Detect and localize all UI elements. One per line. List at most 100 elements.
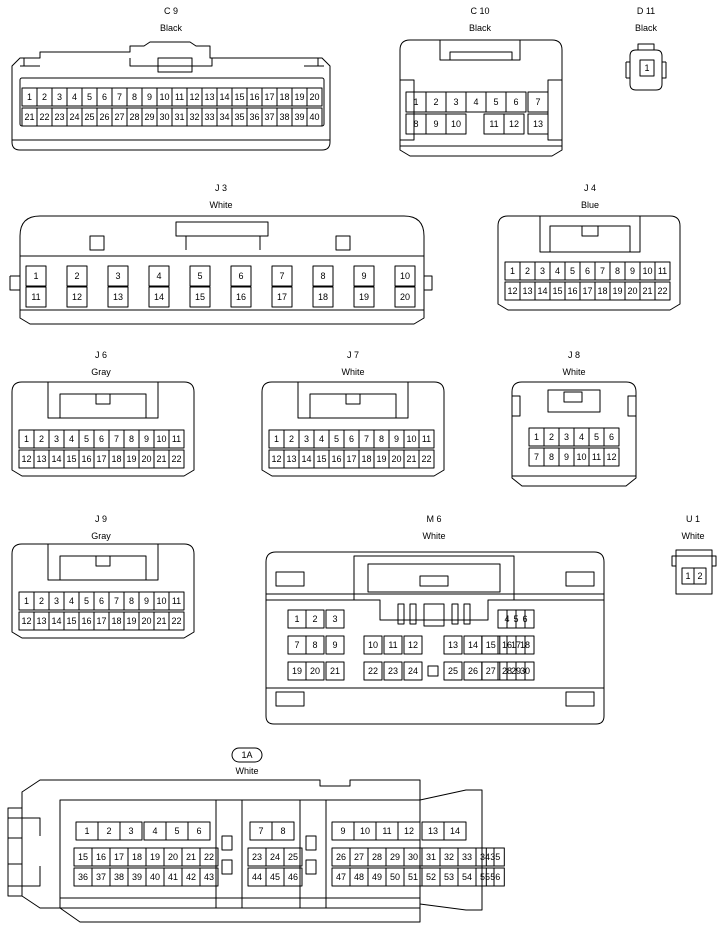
pin-m6-8-cell — [305, 635, 325, 655]
pin-j7-2-number: 2 — [289, 434, 294, 444]
pin-m6-18-cell — [515, 635, 535, 655]
pin-1a-53-number: 53 — [444, 872, 454, 882]
pin-j6-13-number: 13 — [36, 454, 46, 464]
connector-c9-color: Black — [160, 23, 183, 33]
pin-c9-39-number: 39 — [294, 112, 304, 122]
connector-d11-pins: 1 — [639, 59, 655, 77]
pin-1a-28-number: 28 — [372, 852, 382, 862]
pin-m6-25-cell — [443, 661, 463, 681]
pin-m6-27-cell — [481, 661, 501, 681]
pin-j7-14-number: 14 — [301, 454, 311, 464]
pin-c10-7-cell — [527, 91, 549, 113]
pin-j3-7-number: 7 — [279, 271, 284, 281]
pin-j6-11-cell — [168, 429, 185, 449]
pin-m6-18-number: 18 — [520, 640, 530, 650]
pin-c9-17-number: 17 — [264, 92, 274, 102]
pin-c9-27-number: 27 — [114, 112, 124, 122]
pin-m6-8-number: 8 — [312, 640, 317, 650]
pin-j6-15-number: 15 — [66, 454, 76, 464]
pin-j4-11-number: 11 — [658, 266, 667, 276]
pin-1a-48-number: 48 — [354, 872, 364, 882]
pin-j3-11-number: 11 — [31, 292, 40, 302]
pin-1a-41-number: 41 — [168, 872, 178, 882]
pin-j4-4-number: 4 — [555, 266, 560, 276]
pin-1a-25-number: 25 — [288, 852, 298, 862]
connector-j3-code: J 3 — [215, 183, 227, 193]
pin-j3-13-cell — [107, 286, 129, 308]
connector-d11-code: D 11 — [637, 6, 655, 16]
pin-1a-18-number: 18 — [132, 852, 142, 862]
pin-1a-7-number: 7 — [258, 826, 263, 836]
pin-c9-10-number: 10 — [159, 92, 169, 102]
pin-m6-3-number: 3 — [332, 614, 337, 624]
pin-j3-4-cell — [148, 265, 170, 287]
pin-1a-56-number: 56 — [490, 872, 500, 882]
pin-j8-3-number: 3 — [564, 432, 569, 442]
pin-j7-13-number: 13 — [286, 454, 296, 464]
pin-c9-11-number: 11 — [175, 92, 184, 102]
pin-j3-14-cell — [148, 286, 170, 308]
pin-j4-8-number: 8 — [615, 266, 620, 276]
pin-1a-34-number: 34 — [480, 852, 490, 862]
pin-1a-8-number: 8 — [280, 826, 285, 836]
pin-1a-2-number: 2 — [106, 826, 111, 836]
pin-j9-18-number: 18 — [111, 616, 121, 626]
pin-j3-8-cell — [312, 265, 334, 287]
pin-1a-3-number: 3 — [128, 826, 133, 836]
pin-c9-35-number: 35 — [234, 112, 244, 122]
pin-j8-4-number: 4 — [579, 432, 584, 442]
pin-j3-3-number: 3 — [115, 271, 120, 281]
connector-j4-code: J 4 — [584, 183, 596, 193]
pin-c9-29-number: 29 — [144, 112, 154, 122]
pin-1a-22-cell — [199, 847, 219, 867]
pin-1a-46-number: 46 — [288, 872, 298, 882]
pin-j4-22-cell — [654, 281, 671, 301]
pin-m6-15-number: 15 — [486, 640, 496, 650]
pin-1a-40-number: 40 — [150, 872, 160, 882]
pin-j7-12-number: 12 — [271, 454, 281, 464]
pin-m6-3-cell — [325, 609, 345, 629]
pin-1a-35-cell — [485, 847, 505, 867]
pin-1a-26-number: 26 — [336, 852, 346, 862]
pin-1a-13-number: 13 — [428, 826, 438, 836]
pin-j3-8-number: 8 — [320, 271, 325, 281]
pin-m6-25-number: 25 — [448, 666, 458, 676]
pin-1a-17-number: 17 — [114, 852, 124, 862]
pin-j6-1-number: 1 — [24, 434, 29, 444]
pin-1a-22-number: 22 — [204, 852, 214, 862]
pin-1a-11-number: 11 — [382, 826, 391, 836]
pin-j3-6-cell — [230, 265, 252, 287]
pin-j3-15-cell — [189, 286, 211, 308]
pin-u1-1-number: 1 — [685, 571, 690, 581]
pin-m6-10-number: 10 — [368, 640, 378, 650]
pin-j7-19-number: 19 — [376, 454, 386, 464]
pin-j4-14-number: 14 — [537, 286, 547, 296]
pin-c9-6-number: 6 — [102, 92, 107, 102]
pin-j6-22-number: 22 — [171, 454, 181, 464]
pin-c9-32-number: 32 — [189, 112, 199, 122]
pin-m6-2-number: 2 — [312, 614, 317, 624]
pin-j9-22-number: 22 — [171, 616, 181, 626]
pin-j7-1-number: 1 — [274, 434, 279, 444]
pin-j3-11-cell — [25, 286, 47, 308]
pin-1a-8-cell — [271, 821, 295, 841]
pin-j7-11-cell — [418, 429, 435, 449]
pin-j6-12-number: 12 — [21, 454, 31, 464]
pin-1a-16-number: 16 — [96, 852, 106, 862]
pin-c9-26-number: 26 — [99, 112, 109, 122]
connector-j8-color: White — [562, 367, 585, 377]
pin-j4-19-number: 19 — [612, 286, 622, 296]
pin-j7-9-number: 9 — [394, 434, 399, 444]
pin-m6-11-cell — [383, 635, 403, 655]
pin-1a-3-cell — [119, 821, 143, 841]
pin-1a-55-cell — [475, 867, 495, 887]
pin-m6-22-number: 22 — [368, 666, 378, 676]
pin-j8-12-number: 12 — [606, 452, 616, 462]
pin-j7-20-number: 20 — [391, 454, 401, 464]
